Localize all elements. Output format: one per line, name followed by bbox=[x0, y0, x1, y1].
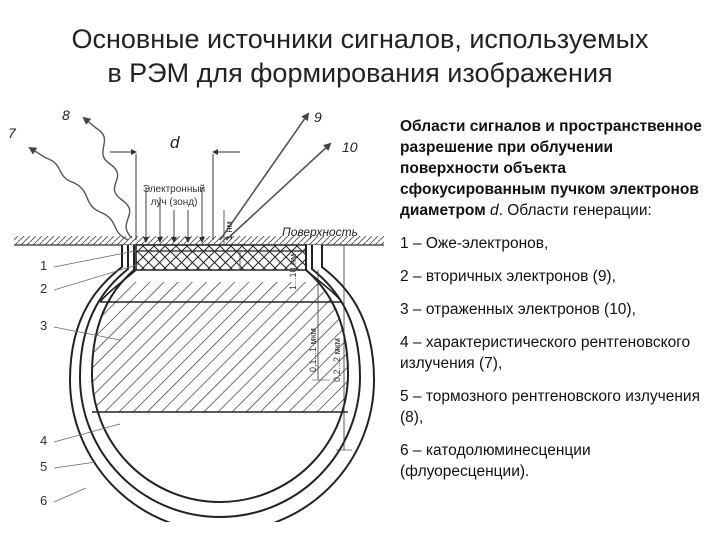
region-3-hatch bbox=[92, 282, 348, 412]
region-2-crosshatch bbox=[135, 244, 307, 271]
slide-title: Основные источники сигналов, используемы… bbox=[0, 22, 720, 90]
title-line-1: Основные источники сигналов, используемы… bbox=[71, 24, 649, 54]
signal-generation-diagram: d Электронный луч (зонд) 7 8 9 10 Поверх… bbox=[0, 92, 390, 533]
signal-9-arrow bbox=[219, 112, 310, 241]
description-panel: Области сигналов и пространственное разр… bbox=[400, 116, 710, 494]
label-7: 7 bbox=[8, 125, 17, 141]
label-6: 6 bbox=[40, 493, 47, 508]
signal-10-arrow bbox=[225, 142, 332, 241]
list-item: 3 – отраженных электронов (10), bbox=[400, 301, 636, 318]
diagram-svg: d Электронный луч (зонд) 7 8 9 10 Поверх… bbox=[8, 107, 384, 533]
label-3: 3 bbox=[40, 318, 47, 333]
intro-bold-text: Области сигналов и пространственное разр… bbox=[400, 118, 702, 219]
dim-1-10nm: 1...10 нм bbox=[288, 254, 298, 290]
label-8: 8 bbox=[62, 107, 70, 123]
description-intro: Области сигналов и пространственное разр… bbox=[400, 116, 710, 221]
label-10: 10 bbox=[342, 139, 358, 155]
probe-diameter-label: d bbox=[170, 133, 180, 152]
beam-label-line-2: луч (зонд) bbox=[151, 197, 198, 208]
dim-02-2um: 0,2...2 мкм bbox=[332, 338, 342, 382]
signal-8-wave bbox=[82, 116, 133, 239]
title-line-2: в РЭМ для формирования изображения bbox=[107, 58, 613, 88]
intro-rest-text: . Области генерации: bbox=[498, 202, 652, 219]
list-item: 6 – катодолюминесценции (флуоресценции). bbox=[400, 442, 591, 480]
list-item: 4 – характеристического рентгеновского и… bbox=[400, 334, 691, 372]
label-2: 2 bbox=[40, 281, 47, 296]
label-4: 4 bbox=[40, 433, 47, 448]
surface-label: Поверхность bbox=[282, 225, 358, 239]
list-item: 2 – вторичных электронов (9), bbox=[400, 268, 616, 285]
label-5: 5 bbox=[40, 459, 47, 474]
intro-d-symbol: d bbox=[489, 202, 499, 219]
signal-7-wave bbox=[28, 146, 129, 241]
label-9: 9 bbox=[314, 109, 322, 125]
list-item: 1 – Оже-электронов, bbox=[400, 235, 549, 252]
list-item: 5 – тормозного рентгеновского излучения … bbox=[400, 388, 700, 426]
dim-01-1um: 0,1...1 мкм bbox=[308, 328, 318, 372]
dim-1nm: 1 нм bbox=[224, 221, 234, 240]
label-1: 1 bbox=[40, 258, 47, 273]
beam-label-line-1: Электронный bbox=[143, 184, 205, 195]
